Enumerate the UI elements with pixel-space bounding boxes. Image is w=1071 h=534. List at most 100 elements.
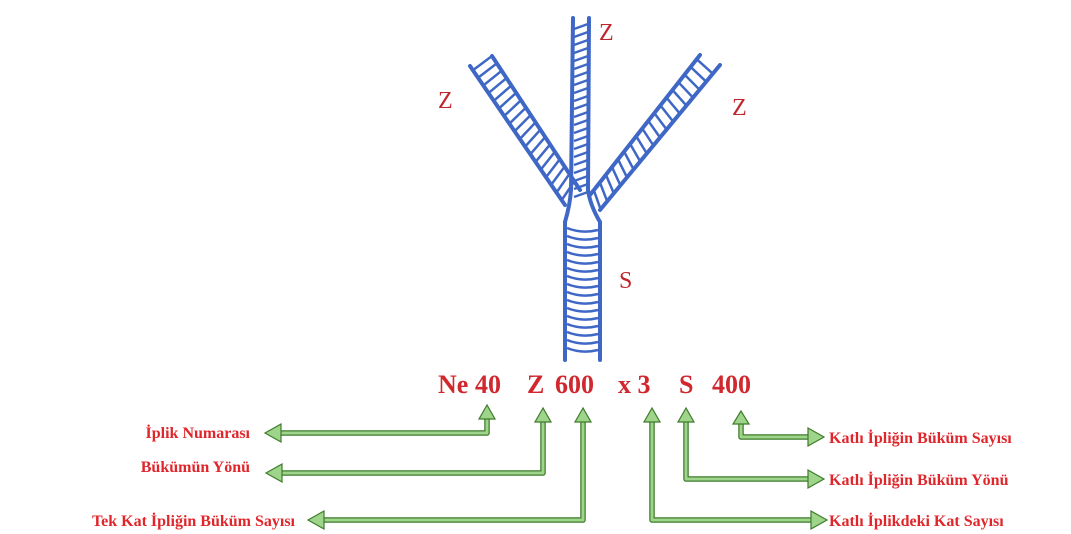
- left-twist-stroke: [545, 158, 561, 178]
- arrow-single-twist-count: [306, 406, 593, 531]
- left-twist-stroke: [534, 143, 552, 163]
- left-twist-stroke: [560, 180, 576, 201]
- center-twist-stroke: [573, 78, 589, 87]
- right-twist-stroke: [659, 104, 675, 123]
- plied-twist-stroke: [566, 338, 599, 345]
- yarn-code-single-twist-count: 600: [555, 370, 594, 399]
- yarn-code-single-twist-direction: Z: [527, 370, 544, 399]
- center-twist-stroke: [573, 94, 589, 103]
- right-twist-stroke: [616, 158, 629, 178]
- center-strand: [563, 16, 602, 224]
- left-twist-stroke: [508, 106, 527, 125]
- annotation-arrows: [263, 403, 829, 531]
- left-twist-stroke: [477, 62, 498, 79]
- left-strand: [468, 54, 582, 207]
- yarn-code-ply-twist-direction: S: [679, 370, 693, 399]
- center-twist-stroke: [573, 46, 589, 55]
- arrow-yarn-count: [263, 403, 497, 444]
- arrow-twist-direction: [264, 406, 553, 484]
- center-twist-stroke: [573, 190, 589, 199]
- plied-twist-stroke: [566, 330, 599, 337]
- plied-twist-stroke: [566, 298, 599, 305]
- center-twist-stroke: [573, 54, 589, 63]
- yarn-code-count: 40: [475, 370, 501, 399]
- plied-twist-stroke: [566, 234, 599, 241]
- center-twist-stroke: [573, 134, 589, 143]
- right-twist-stroke: [689, 65, 708, 83]
- plied-twist-stroke: [566, 266, 599, 273]
- right-twist-stroke: [671, 89, 688, 107]
- center-twist-stroke: [573, 86, 589, 95]
- yarn-code: Ne 40 Z 600 x 3 S 400: [438, 370, 751, 399]
- center-twist-stroke: [573, 182, 589, 191]
- plied-twist-stroke: [566, 258, 599, 265]
- center-twist-stroke: [573, 38, 589, 47]
- left-twist-stroke: [529, 136, 547, 156]
- plied-yarn: [563, 220, 602, 362]
- center-twist-stroke: [573, 166, 589, 175]
- yarn-code-ply-twist-count: 400: [712, 370, 751, 399]
- right-twist-stroke: [647, 120, 662, 139]
- plied-twist-stroke: [566, 282, 599, 289]
- left-twist-stroke: [487, 77, 508, 95]
- plied-yarn-twist-label: S: [619, 268, 632, 294]
- right-twist-stroke: [629, 143, 642, 163]
- center-twist-stroke: [573, 62, 589, 71]
- annotation-ply-twist-direction: Katlı İpliğin Büküm Yönü: [829, 470, 1009, 489]
- left-twist-stroke: [498, 91, 518, 110]
- right-twist-stroke: [665, 96, 681, 115]
- left-twist-stroke: [524, 128, 542, 148]
- right-twist-stroke: [598, 181, 609, 202]
- center-twist-stroke: [573, 102, 589, 111]
- right-twist-stroke: [641, 127, 655, 147]
- left-twist-stroke: [513, 114, 532, 133]
- plied-twist-stroke: [566, 290, 599, 297]
- right-twist-stroke: [622, 151, 635, 170]
- center-twist-stroke: [573, 126, 589, 135]
- left-strand-twist-label: Z: [438, 88, 453, 114]
- center-twist-stroke: [573, 142, 589, 151]
- plied-twist-stroke: [566, 322, 599, 329]
- left-twist-stroke: [482, 69, 503, 87]
- arrow-ply-count: [642, 406, 829, 531]
- left-twist-stroke: [555, 173, 571, 194]
- plied-twist-stroke: [566, 346, 599, 353]
- center-twist-stroke: [573, 30, 589, 39]
- yarn-code-ply-count: x 3: [618, 370, 651, 399]
- left-twist-stroke: [518, 121, 537, 140]
- plied-twist-stroke: [566, 306, 599, 313]
- right-strand: [588, 53, 722, 212]
- right-twist-stroke: [610, 166, 622, 186]
- left-twist-stroke: [472, 54, 493, 72]
- right-twist-stroke: [653, 112, 668, 131]
- plied-twist-stroke: [566, 242, 599, 249]
- arrow-ply-twist-count: [731, 409, 826, 448]
- plied-twist-stroke: [566, 250, 599, 257]
- annotation-ply-count: Katlı İplikdeki Kat Sayısı: [829, 511, 1004, 530]
- left-twist-stroke: [492, 84, 513, 102]
- annotation-yarn-count: İplik Numarası: [146, 423, 251, 442]
- center-twist-stroke: [573, 158, 589, 167]
- left-twist-stroke: [539, 151, 556, 171]
- plied-twist-stroke: [566, 314, 599, 321]
- center-twist-stroke: [573, 110, 589, 119]
- center-twist-stroke: [573, 22, 589, 31]
- right-twist-stroke: [677, 81, 694, 99]
- right-twist-stroke: [592, 189, 602, 210]
- arrow-ply-twist-direction: [676, 406, 826, 490]
- annotation-single-twist-count: Tek Kat İpliğin Büküm Sayısı: [92, 511, 296, 530]
- center-twist-stroke: [573, 150, 589, 159]
- center-strand-twist-label: Z: [599, 20, 614, 46]
- plied-twist-stroke: [566, 274, 599, 281]
- yarn-illustration: [468, 16, 722, 362]
- right-strand-twist-label: Z: [732, 95, 747, 121]
- left-twist-stroke: [503, 99, 522, 117]
- right-twist-stroke: [695, 58, 714, 75]
- right-twist-stroke: [604, 174, 615, 194]
- right-twist-stroke: [683, 73, 701, 91]
- annotation-ply-twist-count: Katlı İpliğin Büküm Sayısı: [829, 428, 1012, 447]
- right-twist-stroke: [635, 135, 648, 155]
- center-twist-stroke: [573, 174, 589, 183]
- yarn-code-count-prefix: Ne: [438, 370, 468, 399]
